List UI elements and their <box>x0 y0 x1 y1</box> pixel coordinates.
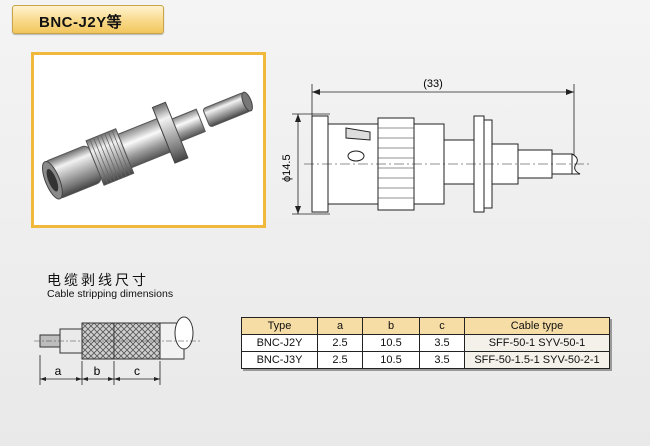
cell-type: BNC-J2Y <box>241 334 318 352</box>
bnc-connector-illustration <box>41 91 253 200</box>
technical-drawing: (33) ϕ14.5 <box>281 78 590 215</box>
header-type: Type <box>241 317 318 335</box>
cell-a: 2.5 <box>317 334 363 352</box>
dim-c-label: c <box>134 364 140 378</box>
table-row: BNC-J2Y 2.5 10.5 3.5 SFF-50-1 SYV-50-1 <box>241 334 610 352</box>
cell-cable-type: SFF-50-1.5-1 SYV-50-2-1 <box>464 351 610 369</box>
cell-type: BNC-J3Y <box>241 351 318 369</box>
cell-b: 10.5 <box>362 334 420 352</box>
title-tab: BNC-J2Y等 <box>12 5 164 34</box>
dim-a-label: a <box>55 364 62 378</box>
dim-b-label: b <box>94 364 101 378</box>
cell-c: 3.5 <box>419 351 465 369</box>
length-label: (33) <box>423 78 443 90</box>
table-row: BNC-J3Y 2.5 10.5 3.5 SFF-50-1.5-1 SYV-50… <box>241 351 610 369</box>
header-c: c <box>419 317 465 335</box>
cell-c: 3.5 <box>419 334 465 352</box>
page-title: BNC-J2Y等 <box>39 14 123 31</box>
stripping-title-en: Cable stripping dimensions <box>47 288 174 300</box>
table-header-row: Type a b c Cable type <box>241 317 610 335</box>
diameter-label: ϕ14.5 <box>281 154 293 182</box>
product-photo <box>31 52 266 228</box>
cell-b: 10.5 <box>362 351 420 369</box>
header-cable-type: Cable type <box>464 317 610 335</box>
cell-cable-type: SFF-50-1 SYV-50-1 <box>464 334 610 352</box>
spec-table: Type a b c Cable type BNC-J2Y 2.5 10.5 3… <box>241 317 610 369</box>
stripping-title-cn: 电缆剥线尺寸 <box>47 272 149 288</box>
header-a: a <box>317 317 363 335</box>
header-b: b <box>362 317 420 335</box>
cell-a: 2.5 <box>317 351 363 369</box>
stripping-diagram: a b c <box>34 316 202 385</box>
